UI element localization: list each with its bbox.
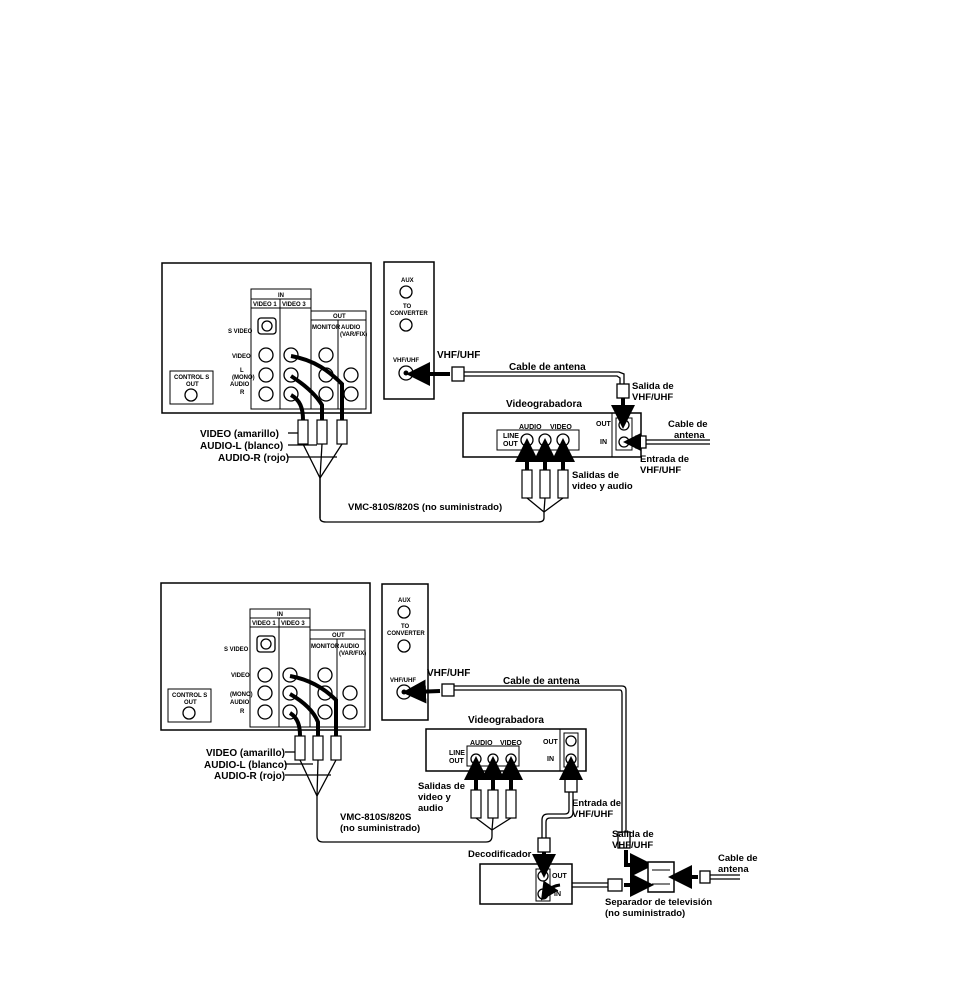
svg-text:video y: video y: [418, 792, 451, 803]
vhf-uhf-label: VHF/UHF: [437, 350, 480, 361]
svg-text:LINE: LINE: [449, 750, 465, 757]
s-video-label: S VIDEO: [228, 329, 253, 335]
video1-video-jack: [258, 347, 274, 363]
svg-text:video y audio: video y audio: [572, 481, 633, 492]
tv-splitter: [647, 861, 675, 893]
svg-text:MONITOR: MONITOR: [311, 644, 340, 650]
svg-text:VHF/UHF: VHF/UHF: [427, 668, 470, 679]
mono-label: (MONO): [232, 375, 255, 381]
video1-label: VIDEO 1: [253, 302, 277, 308]
vcr-title-2: Videograbadora: [468, 715, 544, 726]
svg-text:IN: IN: [277, 612, 283, 618]
svg-text:AUDIO: AUDIO: [519, 424, 542, 431]
video-amarillo-label: VIDEO (amarillo): [200, 429, 279, 440]
svg-text:IN: IN: [554, 891, 561, 898]
svg-text:audio: audio: [418, 803, 444, 814]
audio-label: AUDIO: [230, 382, 250, 388]
splitter-label: Separador de televisión: [605, 897, 712, 908]
svg-text:VHF/UHF: VHF/UHF: [393, 358, 419, 364]
svg-text:VHF/UHF: VHF/UHF: [390, 678, 416, 684]
svg-text:LINE: LINE: [503, 433, 519, 440]
video1-audio-r-jack: [258, 386, 274, 402]
svg-text:AUDIO-R (rojo): AUDIO-R (rojo): [214, 771, 285, 782]
svg-text:VIDEO: VIDEO: [550, 424, 572, 431]
monitor-label: MONITOR: [312, 325, 341, 331]
svg-text:OUT: OUT: [449, 758, 465, 765]
svg-text:VHF/UHF: VHF/UHF: [612, 840, 653, 851]
svg-text:OUT: OUT: [552, 873, 568, 880]
svg-text:Cable de: Cable de: [718, 853, 758, 864]
r-label: R: [240, 390, 245, 396]
svg-text:Entrada de: Entrada de: [572, 798, 621, 809]
cable-antena-label: Cable de antena: [509, 362, 586, 373]
svg-text:Salida de: Salida de: [612, 829, 654, 840]
svg-text:R: R: [240, 709, 245, 715]
svg-text:OUT: OUT: [543, 739, 559, 746]
svg-text:Salida de: Salida de: [632, 381, 674, 392]
svg-text:VHF/UHF: VHF/UHF: [632, 392, 673, 403]
svg-text:Salidas de: Salidas de: [418, 781, 465, 792]
svg-text:TO: TO: [403, 304, 412, 310]
svg-text:VHF/UHF: VHF/UHF: [572, 809, 613, 820]
out-header: OUT: [333, 314, 346, 320]
svg-text:VIDEO: VIDEO: [500, 740, 522, 747]
svg-text:Cable de: Cable de: [668, 419, 708, 430]
svg-text:VHF/UHF: VHF/UHF: [640, 465, 681, 476]
diagram-1: IN VIDEO 1 VIDEO 3 S VIDEO VIDEO L (MONO…: [161, 261, 710, 523]
svg-text:AUX: AUX: [401, 278, 414, 284]
svg-text:(MONO): (MONO): [230, 692, 253, 698]
svg-text:IN: IN: [600, 439, 607, 446]
svg-text:AUX: AUX: [398, 598, 411, 604]
control-s-box: [169, 370, 214, 405]
svg-text:TO: TO: [401, 624, 410, 630]
l-label: L: [240, 368, 244, 374]
svg-text:AUDIO: AUDIO: [340, 644, 360, 650]
svg-text:CONVERTER: CONVERTER: [387, 631, 425, 637]
audio-var-label: AUDIO: [341, 325, 361, 331]
control-s-label: CONTROL S: [174, 375, 209, 381]
svg-text:CONVERTER: CONVERTER: [390, 311, 428, 317]
svg-text:VIDEO 3: VIDEO 3: [281, 621, 305, 627]
audio-r-rojo-label: AUDIO-R (rojo): [218, 453, 289, 464]
vmc-label-1: VMC-810S/820S (no suministrado): [348, 502, 502, 513]
svg-text:antena: antena: [718, 864, 749, 875]
vcr-title: Videograbadora: [506, 399, 582, 410]
svg-text:AUDIO-L (blanco): AUDIO-L (blanco): [204, 760, 287, 771]
svg-text:Entrada de: Entrada de: [640, 454, 689, 465]
svg-text:S VIDEO: S VIDEO: [224, 647, 249, 653]
svg-text:OUT: OUT: [332, 633, 345, 639]
svg-text:Cable de antena: Cable de antena: [503, 676, 580, 687]
svg-text:VMC-810S/820S: VMC-810S/820S: [340, 812, 411, 823]
svg-text:VIDEO 1: VIDEO 1: [252, 621, 276, 627]
svg-text:IN: IN: [547, 756, 554, 763]
svg-text:Salidas de: Salidas de: [572, 470, 619, 481]
var-fix-label: (VAR/FIX): [340, 332, 367, 338]
svg-text:OUT: OUT: [503, 441, 519, 448]
svg-text:CONTROL S: CONTROL S: [172, 693, 207, 699]
svg-text:(VAR/FIX): (VAR/FIX): [339, 651, 366, 657]
svg-text:antena: antena: [674, 430, 705, 441]
video1-audio-l-jack: [258, 367, 274, 383]
audio-l-blanco-label: AUDIO-L (blanco): [200, 441, 283, 452]
svg-text:AUDIO: AUDIO: [470, 740, 493, 747]
svg-text:VIDEO: VIDEO: [231, 673, 250, 679]
video3-label: VIDEO 3: [282, 302, 306, 308]
svg-text:OUT: OUT: [596, 421, 612, 428]
s-video-jack: [261, 320, 273, 332]
decoder-label: Decodificador: [468, 849, 532, 860]
svg-text:AUDIO: AUDIO: [230, 700, 250, 706]
svg-text:(no suministrado): (no suministrado): [605, 908, 685, 919]
svg-text:OUT: OUT: [184, 700, 197, 706]
video-label: VIDEO: [232, 354, 251, 360]
svg-text:VIDEO (amarillo): VIDEO (amarillo): [206, 748, 285, 759]
diagram-2: IN VIDEO 1 VIDEO 3 S VIDEO VIDEO (MONO) …: [160, 582, 758, 919]
control-s-out-label: OUT: [186, 382, 199, 388]
svg-text:(no suministrado): (no suministrado): [340, 823, 420, 834]
in-header: IN: [278, 293, 284, 299]
